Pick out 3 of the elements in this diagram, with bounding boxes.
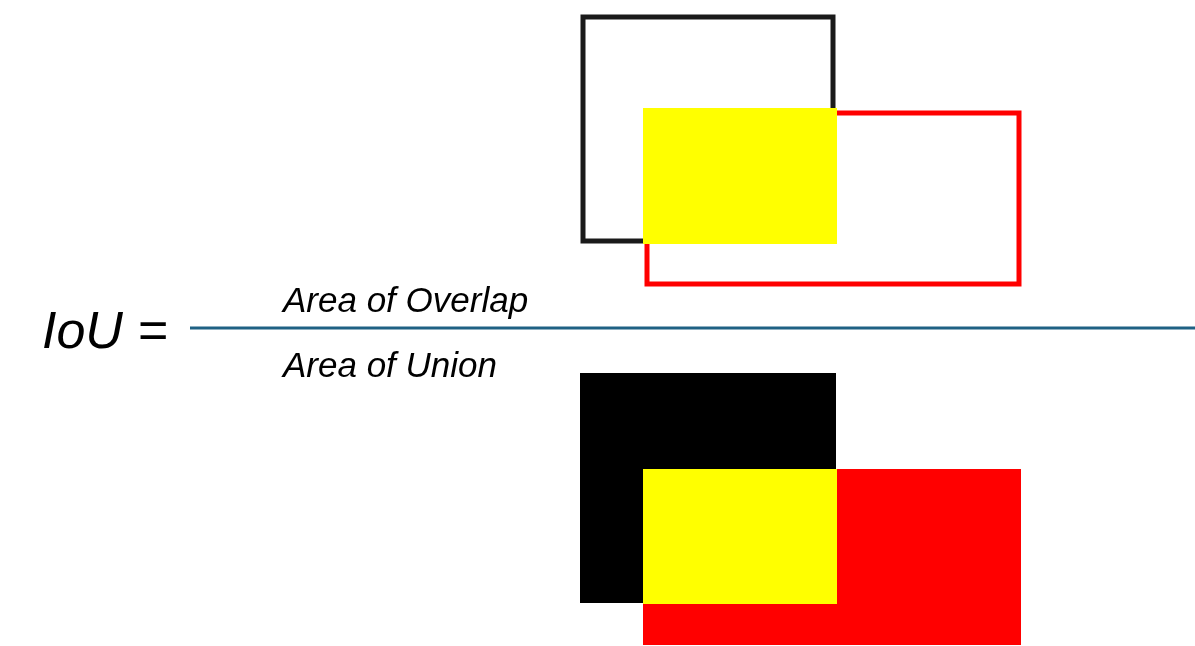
numerator-text: Area of Overlap [283,282,529,317]
formula-text: IoU = [42,304,168,356]
denominator-text: Area of Union [283,347,498,382]
